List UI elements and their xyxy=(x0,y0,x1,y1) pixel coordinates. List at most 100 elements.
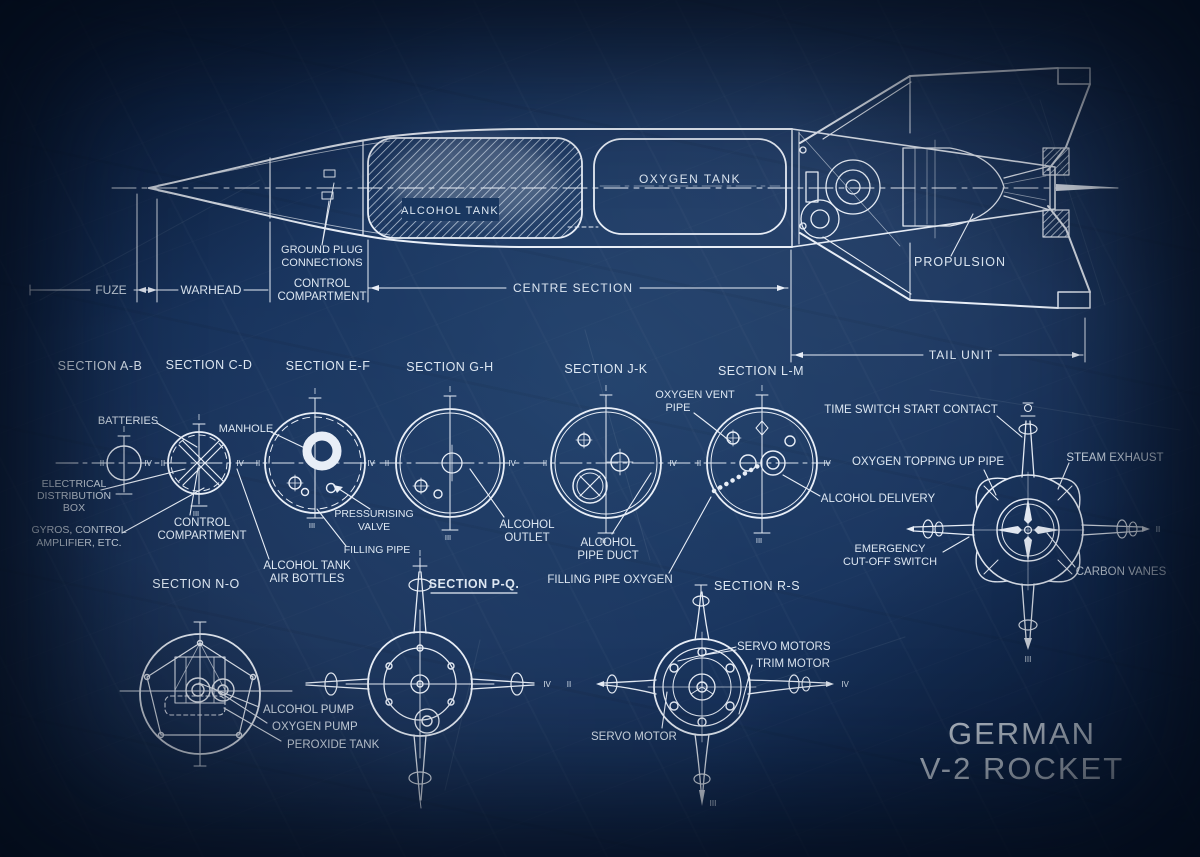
oxygen-vent-pipe-label-2: PIPE xyxy=(665,402,690,414)
svg-text:IV: IV xyxy=(841,680,849,689)
rocket-side-view xyxy=(29,67,1119,363)
svg-text:I: I xyxy=(314,387,316,396)
tail-unit-label: TAIL UNIT xyxy=(929,348,993,362)
steam-exhaust-label: STEAM EXHAUST xyxy=(1066,452,1163,464)
section-no-title: SECTION N-O xyxy=(152,577,239,591)
control-compartment-callout-2: COMPARTMENT xyxy=(157,530,246,542)
ground-plug-label-2: CONNECTIONS xyxy=(281,257,362,269)
electrical-distribution-box-label-1: ELECTRICAL xyxy=(42,478,107,490)
section-pq-title: SECTION P-Q. xyxy=(429,577,520,591)
manhole-label: MANHOLE xyxy=(219,423,273,435)
svg-text:I: I xyxy=(449,385,451,394)
svg-text:IV: IV xyxy=(144,459,152,468)
propulsion-machinery xyxy=(798,132,1118,247)
oxygen-pump-label: OXYGEN PUMP xyxy=(272,721,358,733)
emergency-cut-off-switch-label-1: EMERGENCY xyxy=(855,543,927,555)
alcohol-tank-shape xyxy=(367,137,583,239)
poster-title-line2: V-2 ROCKET xyxy=(920,751,1124,786)
section-cd-title: SECTION C-D xyxy=(166,358,253,372)
control-compartment-dim-1: CONTROL xyxy=(294,278,351,290)
svg-text:IV: IV xyxy=(543,680,551,689)
svg-text:II: II xyxy=(161,459,165,468)
section-lm-title: SECTION L-M xyxy=(718,364,804,378)
cross-sections-row xyxy=(55,394,831,534)
control-compartment-callout-1: CONTROL xyxy=(174,517,231,529)
scratch-lines xyxy=(39,99,1181,791)
section-ef-title: SECTION E-F xyxy=(286,359,371,373)
pressurising-valve-label-1: PRESSURISING xyxy=(334,508,413,520)
fuze-dimension-label: FUZE xyxy=(95,283,126,297)
centre-section-label: CENTRE SECTION xyxy=(513,281,633,295)
trim-motor-label: TRIM MOTOR xyxy=(756,658,830,670)
svg-text:I: I xyxy=(419,549,421,558)
svg-text:I: I xyxy=(123,425,125,434)
control-compartment-dim-2: COMPARTMENT xyxy=(277,291,366,303)
pressurising-valve-label-2: VALVE xyxy=(358,521,390,533)
emergency-cut-off-switch-label-2: CUT-OFF SWITCH xyxy=(843,556,937,568)
section-rs-drawing xyxy=(596,584,834,806)
alcohol-pipe-duct-label-1: ALCOHOL xyxy=(581,537,637,549)
section-ef-drawing xyxy=(264,397,366,519)
section-pq-drawing xyxy=(305,557,535,809)
svg-text:III: III xyxy=(710,799,717,808)
svg-text:II: II xyxy=(697,459,701,468)
svg-text:II: II xyxy=(567,680,571,689)
oxygen-tank-shape xyxy=(593,138,787,235)
electrical-distribution-box-label-2: DISTRIBUTION xyxy=(37,490,111,502)
svg-text:IV: IV xyxy=(508,459,516,468)
bead-chain xyxy=(711,463,761,494)
peroxide-tank-label: PEROXIDE TANK xyxy=(287,739,380,751)
gyros-label-1: GYROS, CONTROL xyxy=(31,524,126,536)
servo-motor-label: SERVO MOTOR xyxy=(591,731,677,743)
servo-motors-label: SERVO MOTORS xyxy=(737,641,831,653)
svg-text:III: III xyxy=(445,533,451,542)
oxygen-tank-label: OXYGEN TANK xyxy=(639,172,741,186)
carbon-vanes-label: CARBON VANES xyxy=(1076,566,1167,578)
svg-text:II: II xyxy=(543,459,547,468)
oxygen-topping-up-pipe-label: OXYGEN TOPPING UP PIPE xyxy=(852,456,1004,468)
svg-text:II: II xyxy=(256,459,260,468)
propulsion-label: PROPULSION xyxy=(914,255,1006,269)
svg-text:III: III xyxy=(756,536,762,545)
alcohol-tank-air-bottles-label-2: AIR BOTTLES xyxy=(270,573,345,585)
gyros-label-2: AMPLIFIER, ETC. xyxy=(36,537,121,549)
section-rs-title: SECTION R-S xyxy=(714,579,800,593)
alcohol-tank-air-bottles-label-1: ALCOHOL TANK xyxy=(263,560,351,572)
poster-title-line1: GERMAN xyxy=(948,716,1096,751)
section-no-drawing xyxy=(119,621,293,767)
svg-text:II: II xyxy=(385,459,389,468)
ground-plug-symbols xyxy=(321,169,336,246)
section-ab-title: SECTION A-B xyxy=(58,359,143,373)
electrical-distribution-box-label-3: BOX xyxy=(63,502,85,514)
svg-text:II: II xyxy=(100,459,104,468)
alcohol-delivery-label: ALCOHOL DELIVERY xyxy=(821,493,936,505)
section-ab-drawing xyxy=(106,435,142,495)
filling-pipe-oxygen-label: FILLING PIPE OXYGEN xyxy=(547,574,672,586)
svg-text:II: II xyxy=(1156,525,1160,534)
section-cd-drawing xyxy=(167,423,231,507)
alcohol-pipe-duct-label-2: PIPE DUCT xyxy=(577,550,638,562)
alcohol-tank-label: ALCOHOL TANK xyxy=(401,205,499,217)
alcohol-pump-label: ALCOHOL PUMP xyxy=(263,704,354,716)
svg-text:I: I xyxy=(761,384,763,393)
svg-text:III: III xyxy=(193,509,199,518)
section-jk-title: SECTION J-K xyxy=(564,362,647,376)
alcohol-outlet-label-2: OUTLET xyxy=(504,532,549,544)
svg-text:IV: IV xyxy=(669,459,677,468)
warhead-dimension-label: WARHEAD xyxy=(181,283,242,297)
svg-text:III: III xyxy=(600,536,606,545)
svg-text:III: III xyxy=(309,521,315,530)
svg-text:I: I xyxy=(605,384,607,393)
time-switch-start-contact-label: TIME SWITCH START CONTACT xyxy=(824,404,998,416)
svg-text:IV: IV xyxy=(823,459,831,468)
text-labels: ALCOHOL TANK OXYGEN TANK PROPULSION GROU… xyxy=(31,172,1166,808)
svg-text:IV: IV xyxy=(236,459,244,468)
svg-text:IV: IV xyxy=(367,459,375,468)
filling-pipe-label: FILLING PIPE xyxy=(344,544,411,556)
oxygen-vent-pipe-label-1: OXYGEN VENT xyxy=(655,389,735,401)
section-lm-drawing xyxy=(706,394,818,534)
alcohol-outlet-label-1: ALCOHOL xyxy=(500,519,556,531)
svg-text:III: III xyxy=(1025,655,1032,664)
